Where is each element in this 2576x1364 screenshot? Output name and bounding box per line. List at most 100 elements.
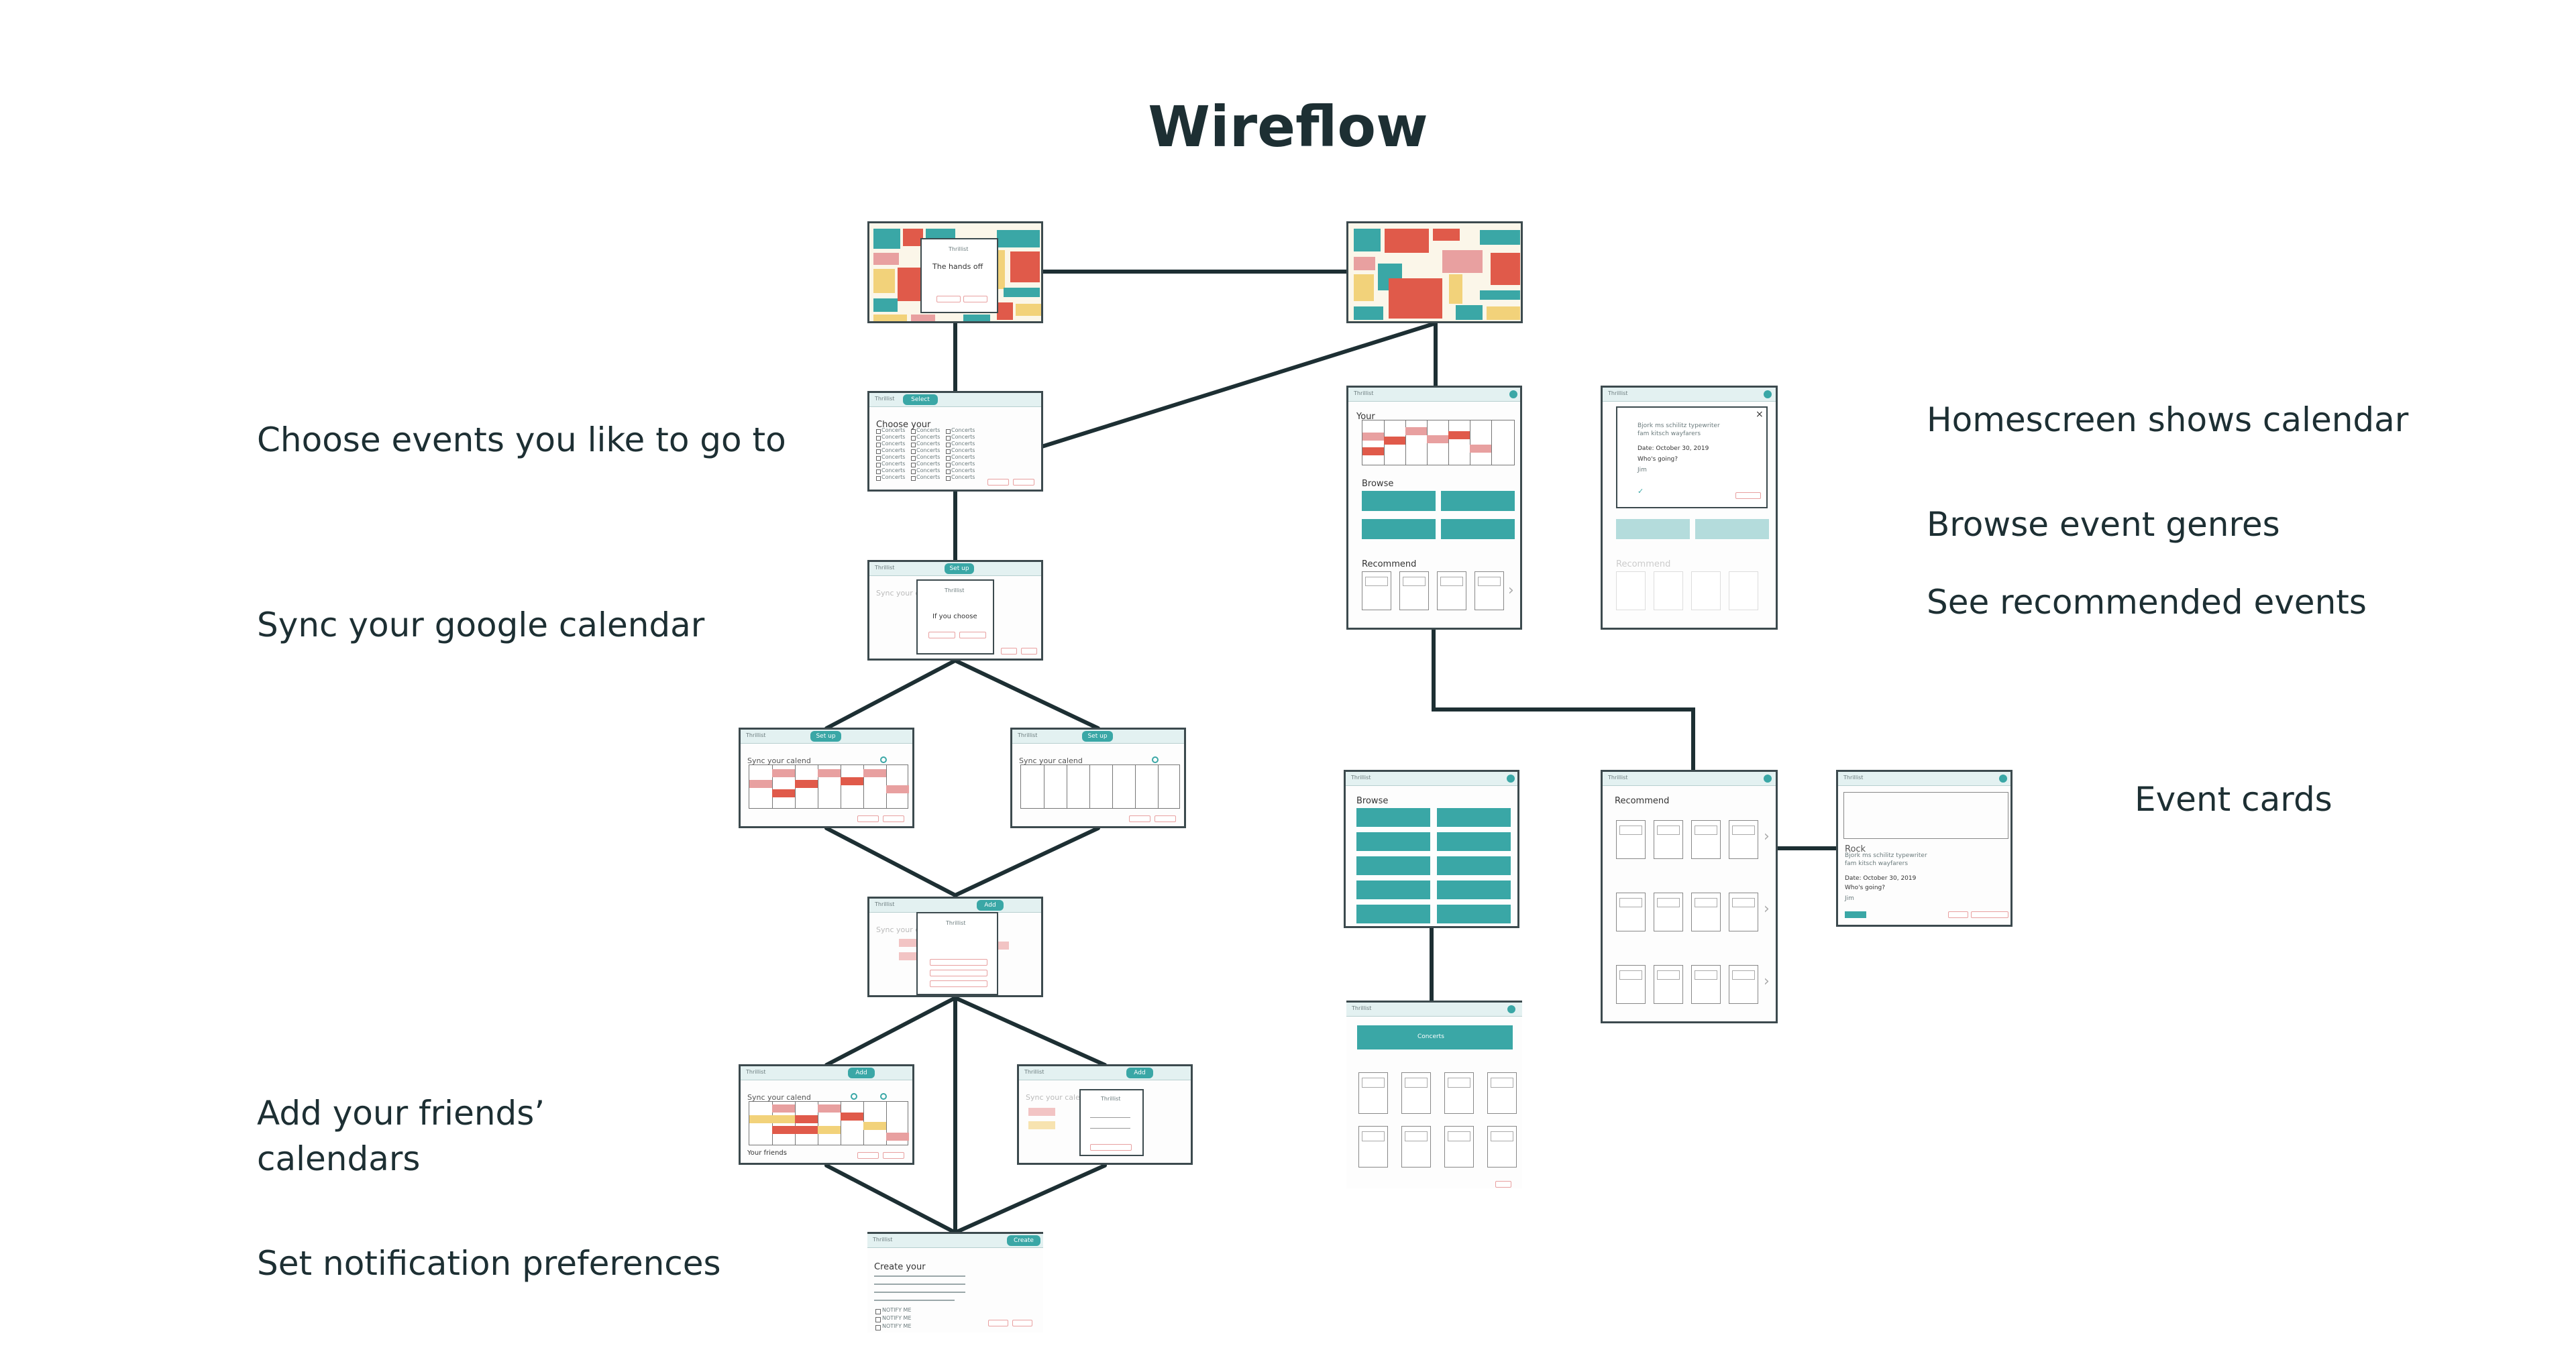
- genre-tile[interactable]: [1356, 880, 1430, 899]
- recommend-card[interactable]: [1729, 820, 1758, 859]
- recommend-card[interactable]: [1616, 820, 1646, 859]
- genre-more-button[interactable]: [1495, 1181, 1511, 1188]
- sync-button-2[interactable]: [959, 632, 986, 638]
- close-icon[interactable]: ×: [1756, 409, 1764, 420]
- recommend-card[interactable]: [1691, 965, 1721, 1004]
- genre-tile[interactable]: [1437, 880, 1511, 899]
- event-secondary-button-2[interactable]: [1971, 911, 2008, 918]
- concert-checkbox[interactable]: [911, 456, 916, 461]
- setup-a-button-1[interactable]: [857, 815, 879, 822]
- genre-tile[interactable]: [1356, 856, 1430, 875]
- genre-tile[interactable]: [1437, 808, 1511, 827]
- genre-event-card[interactable]: [1401, 1126, 1431, 1168]
- setup-b-button-2[interactable]: [1155, 815, 1176, 822]
- create-pill[interactable]: Create: [1007, 1235, 1040, 1246]
- recommend-card[interactable]: [1654, 965, 1683, 1004]
- concert-checkbox[interactable]: [946, 449, 951, 454]
- set-up-pill[interactable]: Set up: [1082, 731, 1113, 742]
- concert-checkbox[interactable]: [876, 449, 881, 454]
- set-up-pill[interactable]: Set up: [810, 731, 841, 742]
- concert-checkbox[interactable]: [946, 469, 951, 474]
- sync-footer-button-2[interactable]: [1021, 648, 1037, 655]
- chevron-right-icon[interactable]: ›: [1508, 582, 1514, 599]
- event-modal-button[interactable]: [1735, 492, 1761, 499]
- notify-checkbox-2[interactable]: [875, 1317, 881, 1322]
- recommend-card[interactable]: [1362, 571, 1391, 610]
- genre-tile[interactable]: [1437, 856, 1511, 875]
- genre-tile[interactable]: [1437, 832, 1511, 851]
- recommend-card[interactable]: [1729, 893, 1758, 931]
- notify-checkbox-3[interactable]: [875, 1325, 881, 1330]
- concert-checkbox[interactable]: [876, 443, 881, 447]
- create-button-1[interactable]: [988, 1320, 1008, 1326]
- concert-checkbox[interactable]: [876, 436, 881, 441]
- choose-back-button[interactable]: [987, 479, 1009, 486]
- sync-footer-button-1[interactable]: [1001, 648, 1017, 655]
- concert-checkbox[interactable]: [911, 449, 916, 454]
- choose-next-button[interactable]: [1013, 479, 1034, 486]
- concert-checkbox[interactable]: [946, 463, 951, 467]
- chevron-right-icon[interactable]: ›: [1764, 828, 1770, 845]
- genre-event-card[interactable]: [1358, 1072, 1388, 1114]
- genre-tile[interactable]: [1441, 491, 1515, 511]
- concert-checkbox[interactable]: [911, 443, 916, 447]
- create-button-2[interactable]: [1012, 1320, 1032, 1326]
- profile-icon[interactable]: [1999, 775, 2007, 783]
- concert-checkbox[interactable]: [911, 476, 916, 481]
- add-option-2[interactable]: [930, 970, 987, 976]
- concert-checkbox[interactable]: [946, 456, 951, 461]
- recommend-card[interactable]: [1729, 965, 1758, 1004]
- add-pill[interactable]: Add: [1126, 1068, 1153, 1078]
- genre-event-card[interactable]: [1401, 1072, 1431, 1114]
- recommend-card[interactable]: [1691, 820, 1721, 859]
- recommend-card[interactable]: [1437, 571, 1466, 610]
- select-pill[interactable]: Select: [903, 394, 938, 405]
- setup-b-button-1[interactable]: [1129, 815, 1150, 822]
- genre-tile[interactable]: [1441, 519, 1515, 539]
- profile-icon[interactable]: [1509, 390, 1517, 398]
- setup-a-button-2[interactable]: [883, 815, 904, 822]
- friends-button-1[interactable]: [857, 1152, 879, 1159]
- recommend-card[interactable]: [1616, 893, 1646, 931]
- concert-checkbox[interactable]: [876, 469, 881, 474]
- profile-icon[interactable]: [1764, 775, 1772, 783]
- profile-icon[interactable]: [1507, 1005, 1515, 1013]
- genre-event-card[interactable]: [1358, 1126, 1388, 1168]
- recommend-card[interactable]: [1474, 571, 1504, 610]
- sync-button-1[interactable]: [928, 632, 955, 638]
- concert-checkbox[interactable]: [876, 429, 881, 434]
- concert-checkbox[interactable]: [946, 443, 951, 447]
- concert-checkbox[interactable]: [911, 463, 916, 467]
- event-primary-button[interactable]: [1845, 911, 1866, 918]
- genre-tile[interactable]: [1437, 905, 1511, 923]
- genre-event-card[interactable]: [1444, 1072, 1474, 1114]
- add-option-3[interactable]: [930, 980, 987, 987]
- genre-event-card[interactable]: [1487, 1126, 1517, 1168]
- friends-modal-button[interactable]: [1090, 1144, 1132, 1151]
- concert-checkbox[interactable]: [911, 429, 916, 434]
- recommend-card[interactable]: [1654, 893, 1683, 931]
- concert-checkbox[interactable]: [911, 469, 916, 474]
- concert-checkbox[interactable]: [876, 476, 881, 481]
- splash-button-2[interactable]: [963, 296, 987, 302]
- genre-tile[interactable]: [1356, 808, 1430, 827]
- notify-checkbox-1[interactable]: [875, 1309, 881, 1314]
- add-pill[interactable]: Add: [848, 1068, 875, 1078]
- concert-checkbox[interactable]: [911, 436, 916, 441]
- profile-icon[interactable]: [1764, 390, 1772, 398]
- event-secondary-button-1[interactable]: [1948, 911, 1968, 918]
- concert-checkbox[interactable]: [946, 436, 951, 441]
- genre-event-card[interactable]: [1444, 1126, 1474, 1168]
- genre-tile[interactable]: [1362, 519, 1436, 539]
- set-up-pill[interactable]: Set up: [945, 563, 974, 574]
- genre-tile[interactable]: [1356, 905, 1430, 923]
- recommend-card[interactable]: [1616, 965, 1646, 1004]
- profile-icon[interactable]: [1507, 775, 1515, 783]
- genre-tile[interactable]: [1362, 491, 1436, 511]
- add-option-1[interactable]: [930, 959, 987, 966]
- recommend-card[interactable]: [1691, 893, 1721, 931]
- recommend-card[interactable]: [1654, 820, 1683, 859]
- concert-checkbox[interactable]: [876, 463, 881, 467]
- chevron-right-icon[interactable]: ›: [1764, 973, 1770, 990]
- splash-button-1[interactable]: [936, 296, 961, 302]
